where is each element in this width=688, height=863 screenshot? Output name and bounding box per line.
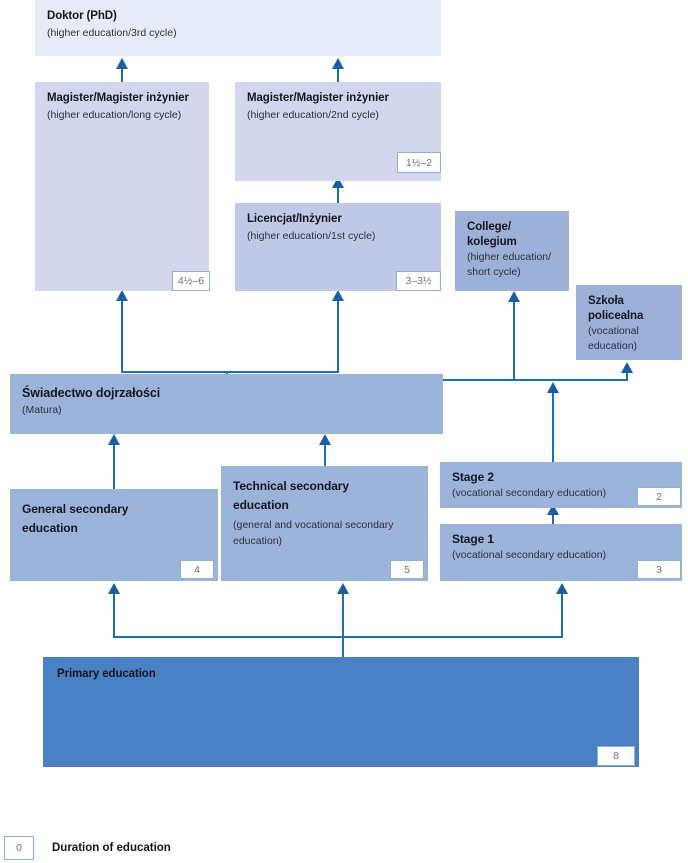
arrow-magister-long-to-doktor [116, 58, 128, 69]
arrow-primary-to-general-secondary [108, 583, 120, 594]
box-szkola-policealna-title: Szkoła policealna [588, 295, 644, 322]
arrow-to-szkola-policealna [621, 362, 633, 373]
duration-general-secondary-education: 4 [180, 560, 214, 579]
arrow-licencjat-to-magister-2nd [332, 177, 344, 188]
connector-stage1-to-stage2 [552, 512, 554, 524]
box-matura[interactable]: Świadectwo dojrzałości (Matura) [10, 374, 443, 434]
duration-licencjat: 3–3½ [396, 271, 441, 291]
duration-primary-education: 8 [597, 746, 635, 766]
box-stage-2-subtitle: (vocational secondary education) [452, 487, 607, 499]
connector-primary-to-stage1 [561, 592, 563, 637]
connector-matura-to-magister-long [121, 300, 123, 372]
connector-bus-to-szkola-policealna [626, 370, 628, 381]
connector-technical-secondary-to-matura [324, 443, 326, 466]
box-college-kolegium[interactable]: College/ kolegium (higher education/ sho… [455, 211, 569, 291]
box-doktor-title: Doktor (PhD) [47, 10, 117, 22]
connector-stage2-riser [552, 390, 554, 462]
box-primary-education-title: Primary education [57, 668, 156, 680]
duration-magister-2nd-cycle: 1½–2 [397, 152, 441, 173]
box-technical-secondary-education-subtitle: (general and vocational secondary educat… [233, 519, 394, 547]
arrow-matura-to-licencjat [332, 290, 344, 301]
arrow-primary-to-technical-secondary [337, 583, 349, 594]
box-college-kolegium-title: College/ kolegium [467, 221, 517, 248]
box-matura-title: Świadectwo dojrzałości [22, 386, 161, 400]
box-stage-1-subtitle: (vocational secondary education) [452, 549, 607, 561]
box-licencjat-title: Licencjat/Inżynier [247, 213, 342, 225]
arrow-magister-2nd-to-doktor [332, 58, 344, 69]
box-magister-2nd-cycle-subtitle: (higher education/2nd cycle) [247, 109, 379, 121]
box-primary-education[interactable]: Primary education [43, 657, 639, 767]
connector-magister-2nd-to-doktor [337, 62, 339, 82]
arrow-matura-to-magister-long [116, 290, 128, 301]
connector-primary-to-general-secondary [113, 592, 115, 637]
box-magister-long-cycle-subtitle: (higher education/long cycle) [47, 109, 182, 121]
arrow-primary-to-stage1 [556, 583, 568, 594]
connector-matura-right-bus [443, 379, 627, 381]
arrow-general-secondary-to-matura [108, 434, 120, 445]
box-doktor-subtitle: (higher education/3rd cycle) [47, 27, 177, 39]
box-college-kolegium-subtitle: (higher education/ short cycle) [467, 251, 552, 278]
box-doktor[interactable]: Doktor (PhD) (higher education/3rd cycle… [35, 0, 441, 56]
box-stage-1-title: Stage 1 [452, 532, 494, 546]
box-stage-2-title: Stage 2 [452, 470, 494, 484]
connector-matura-to-licencjat [337, 300, 339, 372]
connector-general-secondary-to-matura [113, 443, 115, 489]
box-magister-long-cycle[interactable]: Magister/Magister inżynier (higher educa… [35, 82, 209, 291]
duration-stage-2: 2 [637, 487, 681, 506]
box-general-secondary-education-title: General secondary education [22, 502, 129, 535]
legend-duration-box: 0 [4, 836, 34, 860]
arrow-technical-secondary-to-matura [319, 434, 331, 445]
box-magister-2nd-cycle-title: Magister/Magister inżynier [247, 92, 389, 104]
box-licencjat-subtitle: (higher education/1st cycle) [247, 230, 376, 242]
connector-bus-to-college [513, 300, 515, 380]
duration-stage-1: 3 [637, 560, 681, 579]
box-szkola-policealna[interactable]: Szkoła policealna (vocational education) [576, 285, 682, 360]
arrow-stage1-to-stage2 [547, 504, 559, 515]
connector-primary-to-technical-secondary [342, 592, 344, 637]
duration-technical-secondary-education: 5 [390, 560, 424, 579]
box-magister-long-cycle-title: Magister/Magister inżynier [47, 92, 189, 104]
arrow-stage2-to-bus [547, 382, 559, 393]
box-matura-subtitle: (Matura) [22, 404, 62, 416]
connector-magister-long-to-doktor [121, 62, 123, 82]
box-szkola-policealna-subtitle: (vocational education) [588, 325, 639, 352]
connector-matura-bus [121, 371, 339, 373]
duration-magister-long-cycle: 4½–6 [172, 271, 210, 291]
arrow-to-college [508, 291, 520, 302]
box-technical-secondary-education-title: Technical secondary education [233, 479, 349, 512]
connector-licencjat-to-magister-2nd [337, 181, 339, 203]
connector-primary-bus [113, 636, 563, 638]
legend-duration-label: Duration of education [52, 842, 171, 854]
connector-primary-riser [342, 637, 344, 657]
